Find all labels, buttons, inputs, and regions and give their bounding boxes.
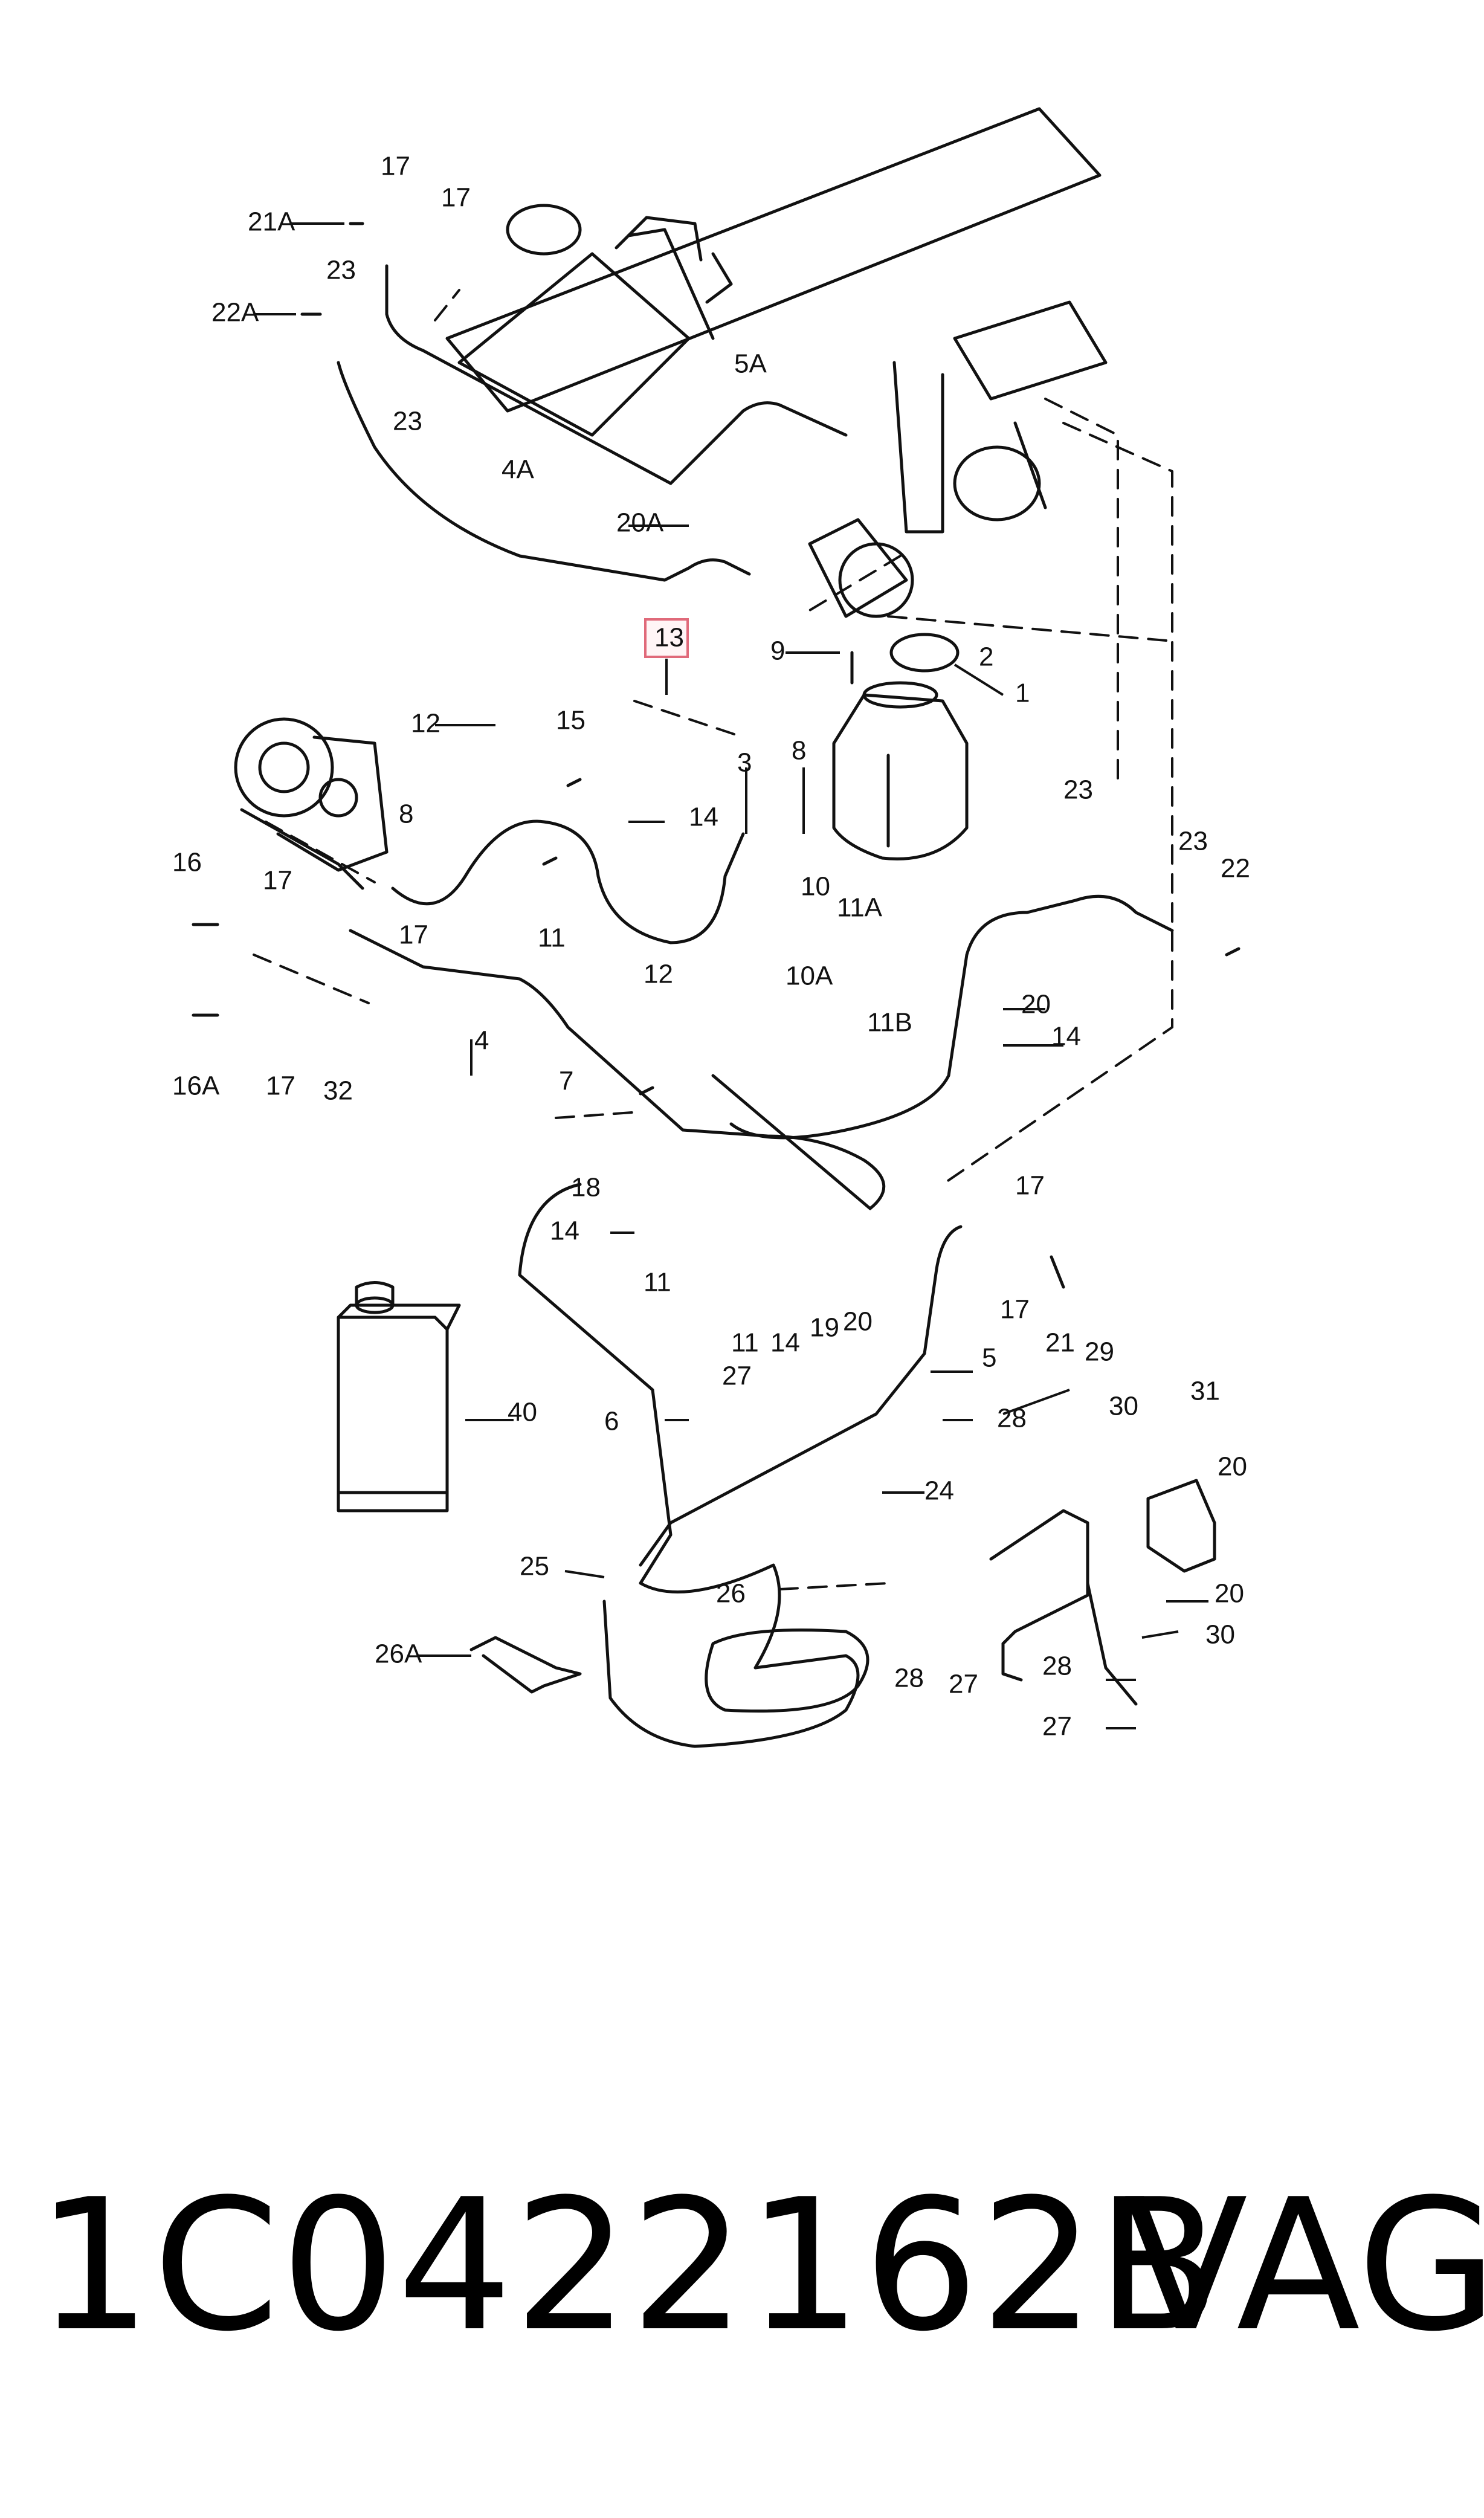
callout-30a: 30 [1109, 1392, 1138, 1421]
callout-11a2: 11A [837, 893, 883, 923]
callout-16a: 16A [172, 1071, 220, 1101]
pressure-line-4 [349, 929, 886, 1210]
callout-6: 6 [604, 1407, 619, 1436]
callout-14c: 14 [550, 1216, 579, 1246]
callout-4a: 4A [502, 455, 534, 485]
hose-6 [518, 1183, 860, 1748]
callout-12a: 12 [411, 709, 440, 738]
bolts [192, 222, 1240, 1289]
callout-27b: 27 [949, 1670, 978, 1699]
callout-11d: 11 [731, 1328, 759, 1358]
callout-23b: 23 [393, 407, 422, 436]
callout-9: 9 [770, 636, 785, 666]
callout-23d: 23 [1178, 827, 1208, 856]
callout-labels: 17 17 21A 23 22A 23 5A 4A 20A 13 9 2 1 1… [172, 152, 1250, 1742]
callout-14a: 14 [689, 802, 718, 832]
callout-13: 13 [654, 623, 684, 653]
callout-17a: 17 [381, 152, 410, 181]
callout-24: 24 [924, 1476, 954, 1506]
callout-17e: 17 [266, 1071, 295, 1101]
callout-17f: 17 [1015, 1171, 1045, 1201]
callout-8a: 8 [792, 736, 806, 766]
callout-17g: 17 [1000, 1295, 1030, 1325]
callout-31: 31 [1190, 1377, 1220, 1406]
cooler-loop [705, 1629, 869, 1713]
callout-15: 15 [556, 706, 586, 735]
guide-lines [253, 289, 1173, 1590]
highlight-box-13 [644, 618, 689, 658]
callout-20a: 20A [616, 508, 664, 538]
callout-22: 22 [1221, 854, 1250, 883]
return-line-right [729, 894, 1174, 1140]
callout-17d: 17 [399, 920, 428, 950]
callout-25: 25 [520, 1552, 549, 1581]
callout-8b: 8 [399, 799, 413, 829]
callout-20a2: 20 [1021, 990, 1051, 1019]
callout-28b: 28 [894, 1664, 924, 1693]
callout-26: 26 [716, 1579, 746, 1609]
callout-19: 19 [810, 1313, 839, 1343]
callout-27c: 27 [1042, 1712, 1072, 1742]
callout-10a: 10A [786, 961, 833, 991]
callout-7: 7 [559, 1067, 573, 1096]
callout-2: 2 [979, 642, 993, 672]
callout-28c: 28 [1042, 1651, 1072, 1681]
callout-16: 16 [172, 848, 202, 877]
callout-20b: 20 [843, 1307, 873, 1337]
part-number: 1C0422162B [36, 2160, 1222, 2371]
callout-10: 10 [801, 872, 830, 902]
callout-27a: 27 [722, 1361, 752, 1391]
callout-30b: 30 [1205, 1620, 1235, 1650]
callout-18: 18 [571, 1173, 601, 1203]
callout-1: 1 [1015, 679, 1030, 708]
brackets-29-31 [989, 1479, 1216, 1706]
brand-name: VAG [1124, 2160, 1484, 2371]
callout-23c: 23 [1063, 775, 1093, 805]
callout-leaders [254, 222, 1208, 1729]
callout-3: 3 [737, 748, 752, 778]
callout-11c: 11 [644, 1268, 671, 1297]
callout-40: 40 [508, 1398, 537, 1427]
callout-21a: 21A [248, 207, 295, 237]
exploded-parts-diagram: 17 17 21A 23 22A 23 5A 4A 20A 13 9 2 1 1… [172, 107, 1250, 1748]
callout-20d: 20 [1215, 1579, 1244, 1609]
callout-23a: 23 [326, 256, 356, 285]
callout-11a: 11 [538, 923, 566, 953]
fluid-can [337, 1281, 461, 1512]
callout-4: 4 [474, 1026, 489, 1056]
fluid-reservoir [832, 633, 969, 860]
callout-32: 32 [323, 1076, 353, 1106]
callout-12b: 12 [644, 960, 673, 989]
callout-28a: 28 [997, 1404, 1027, 1433]
pressure-line-4a-5a [337, 264, 848, 582]
callout-20c: 20 [1218, 1452, 1247, 1482]
callout-14b: 14 [1051, 1022, 1081, 1051]
callout-14d: 14 [770, 1328, 800, 1358]
callout-17c: 17 [263, 866, 292, 896]
callout-11b: 11B [867, 1008, 912, 1038]
steering-rack [445, 107, 1108, 618]
bracket-26a [469, 1636, 582, 1694]
callout-21: 21 [1045, 1328, 1075, 1358]
line-5 [639, 1225, 963, 1567]
power-steering-pump [234, 717, 389, 890]
callout-29: 29 [1085, 1337, 1114, 1367]
callout-22a: 22A [211, 298, 259, 328]
return-hose-3 [391, 819, 745, 944]
callout-26a: 26A [375, 1639, 422, 1669]
footer: 1C0422162B VAG [0, 2151, 1484, 2393]
callout-17b: 17 [441, 183, 471, 213]
callout-5a: 5A [734, 349, 767, 379]
callout-5: 5 [982, 1343, 996, 1373]
